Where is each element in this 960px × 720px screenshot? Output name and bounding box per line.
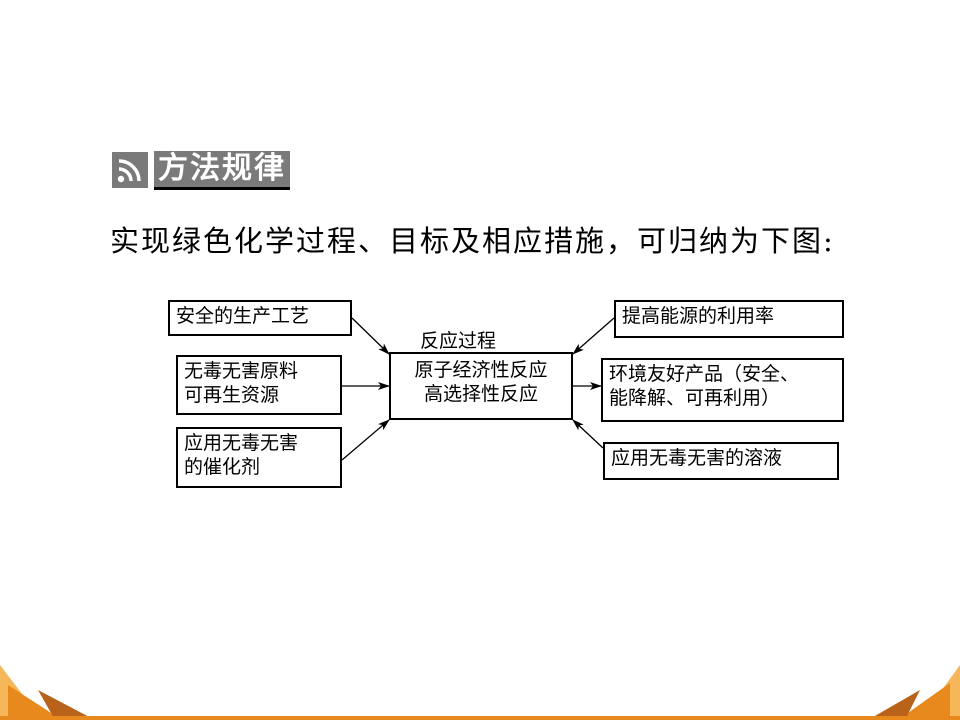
arrow-catalyst-to-center (341, 419, 390, 461)
right-box-products: 环境友好产品（安全、 能降解、可再利用） (601, 358, 844, 422)
left-box-materials-line-2: 可再生资源 (184, 384, 280, 406)
right-box-energy-line: 提高能源的利用率 (622, 305, 775, 327)
center-box: 原子经济性反应 高选择性反应 (389, 352, 573, 420)
right-box-energy: 提高能源的利用率 (614, 300, 844, 338)
rss-icon (112, 152, 148, 188)
right-box-products-line-1: 环境友好产品（安全、 (609, 363, 800, 385)
arrow-solvent-to-center (572, 419, 604, 449)
arrow-energy-to-center (572, 317, 615, 355)
arrow-process-to-center (351, 317, 390, 355)
left-box-catalyst-line-2: 的催化剂 (184, 456, 261, 478)
left-box-process-line: 安全的生产工艺 (176, 305, 310, 327)
center-box-line-2: 高选择性反应 (423, 383, 538, 405)
reaction-process-label: 反应过程 (420, 330, 497, 352)
right-box-solvent: 应用无毒无害的溶液 (603, 442, 839, 480)
left-box-catalyst: 应用无毒无害 的催化剂 (176, 427, 342, 488)
intro-text: 实现绿色化学过程、目标及相应措施，可归纳为下图: (110, 224, 835, 258)
section-heading: 方法规律 (112, 150, 290, 190)
section-title: 方法规律 (154, 150, 290, 190)
right-box-products-line-2: 能降解、可再利用） (609, 387, 781, 409)
left-box-materials: 无毒无害原料 可再生资源 (176, 355, 342, 415)
left-box-catalyst-line-1: 应用无毒无害 (184, 432, 299, 454)
left-box-materials-line-1: 无毒无害原料 (184, 360, 299, 382)
left-box-process: 安全的生产工艺 (168, 300, 352, 336)
right-box-solvent-line: 应用无毒无害的溶液 (611, 447, 783, 469)
center-box-line-1: 原子经济性反应 (414, 359, 548, 381)
